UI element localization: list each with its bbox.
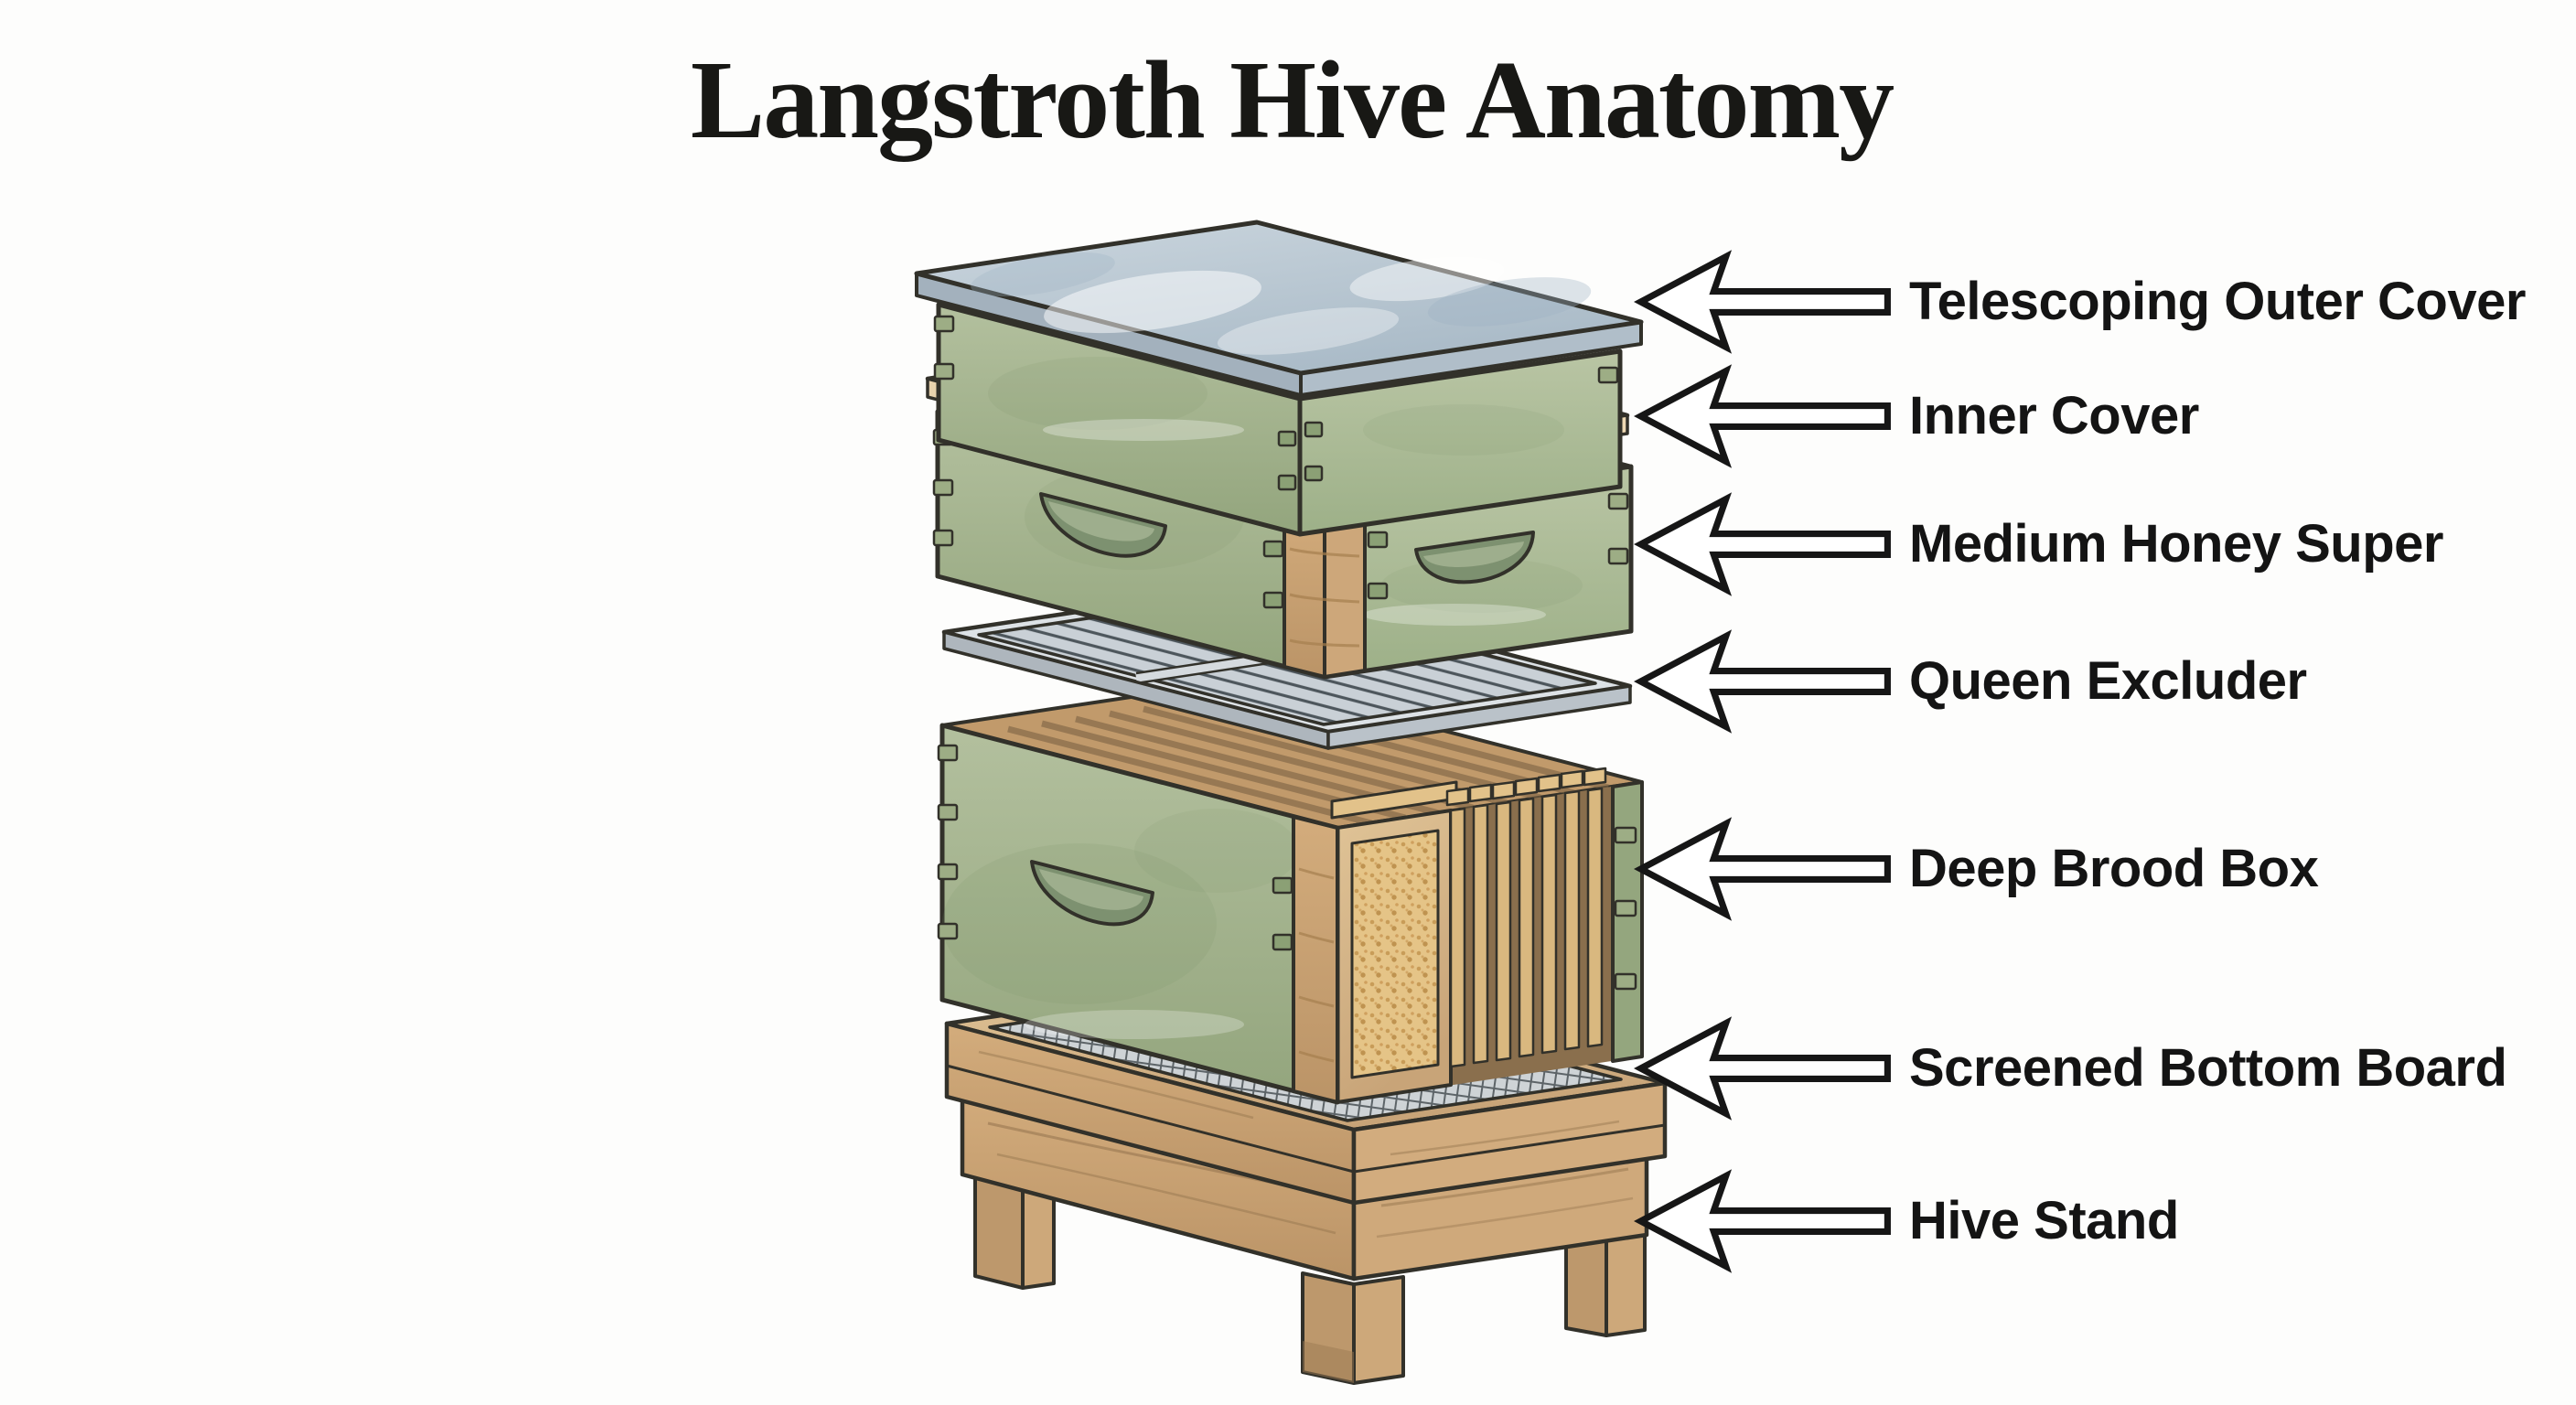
hive-stand-legs: [973, 1167, 1647, 1385]
label-row-medium-honey-super: Medium Honey Super: [1634, 488, 2443, 601]
label-screened-bottom-board: Screened Bottom Board: [1909, 1038, 2507, 1098]
label-medium-honey-super: Medium Honey Super: [1909, 514, 2443, 574]
label-inner-cover: Inner Cover: [1909, 386, 2199, 445]
block-arrow-left-icon: [1634, 364, 1891, 468]
block-arrow-left-icon: [1634, 817, 1891, 921]
label-row-telescoping-outer-cover: Telescoping Outer Cover: [1634, 245, 2526, 359]
label-row-screened-bottom-board: Screened Bottom Board: [1634, 1012, 2507, 1125]
brood-frames: [1445, 767, 1607, 1068]
label-queen-excluder: Queen Excluder: [1909, 651, 2307, 711]
honeycomb-frame: [1330, 780, 1458, 1104]
block-arrow-left-icon: [1634, 250, 1891, 354]
super-handles: [1039, 492, 1535, 585]
deep-brood-box-part: [937, 678, 1644, 1105]
label-row-inner-cover: Inner Cover: [1634, 359, 2199, 473]
brood-box-handle: [1030, 860, 1154, 927]
block-arrow-left-icon: [1634, 1169, 1891, 1273]
cover-lid: [914, 220, 1644, 397]
block-arrow-left-icon: [1634, 1016, 1891, 1121]
block-arrow-left-icon: [1634, 629, 1891, 734]
label-row-hive-stand: Hive Stand: [1634, 1164, 2179, 1278]
label-hive-stand: Hive Stand: [1909, 1191, 2179, 1250]
cover-joint-marks: [933, 315, 1619, 491]
label-row-deep-brood-box: Deep Brood Box: [1634, 812, 2319, 926]
label-deep-brood-box: Deep Brood Box: [1909, 839, 2319, 898]
page-title: Langstroth Hive Anatomy: [690, 38, 1894, 162]
telescoping-outer-cover-part: [914, 220, 1644, 537]
brood-joint-marks: [937, 744, 1293, 951]
label-telescoping-outer-cover: Telescoping Outer Cover: [1909, 272, 2526, 331]
label-row-queen-excluder: Queen Excluder: [1634, 625, 2307, 738]
block-arrow-left-icon: [1634, 492, 1891, 596]
